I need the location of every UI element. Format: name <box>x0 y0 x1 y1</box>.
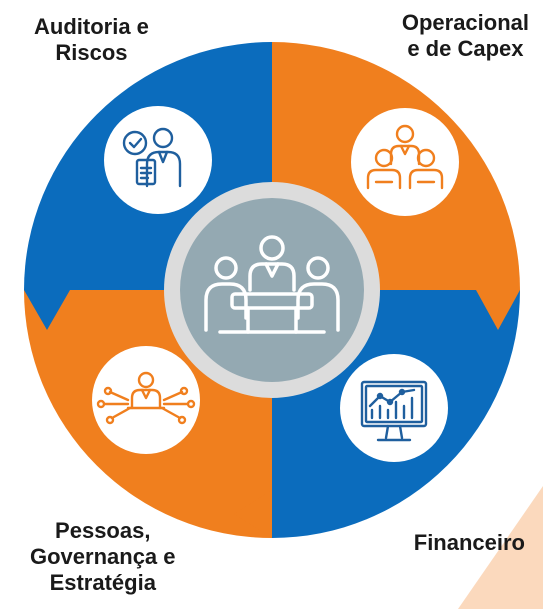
board-meeting-icon <box>204 235 340 334</box>
label-pessoas: Pessoas, Governança e Estratégia <box>30 518 176 596</box>
label-financeiro: Financeiro <box>414 530 525 556</box>
growth-chart-monitor-icon <box>360 380 428 442</box>
icon-badge-auditoria <box>104 106 212 214</box>
icon-badge-operacional <box>351 108 459 216</box>
person-network-icon <box>96 371 196 425</box>
arrow-notch-right <box>476 290 520 330</box>
team-meeting-icon <box>366 124 444 190</box>
label-line: Governança e <box>30 544 176 569</box>
label-line: Auditoria e <box>34 14 149 39</box>
arrow-notch-top-right <box>272 42 312 90</box>
decorative-corner-shape <box>458 486 543 609</box>
label-line: Riscos <box>55 40 128 65</box>
label-line: Financeiro <box>413 530 525 555</box>
label-line: Pessoas, <box>55 518 151 543</box>
label-line: Operacional <box>401 10 529 35</box>
label-line: e de Capex <box>407 36 524 61</box>
label-auditoria: Auditoria e Riscos <box>34 14 149 66</box>
icon-badge-financeiro <box>340 354 448 462</box>
arrow-notch-bottom <box>234 490 272 538</box>
label-line: Estratégia <box>49 570 156 595</box>
center-disc <box>180 198 364 382</box>
label-operacional: Operacional e de Capex <box>402 10 529 62</box>
arrow-notch-top-left <box>24 290 70 330</box>
icon-badge-pessoas <box>92 346 200 454</box>
auditor-checklist-icon <box>122 127 182 188</box>
